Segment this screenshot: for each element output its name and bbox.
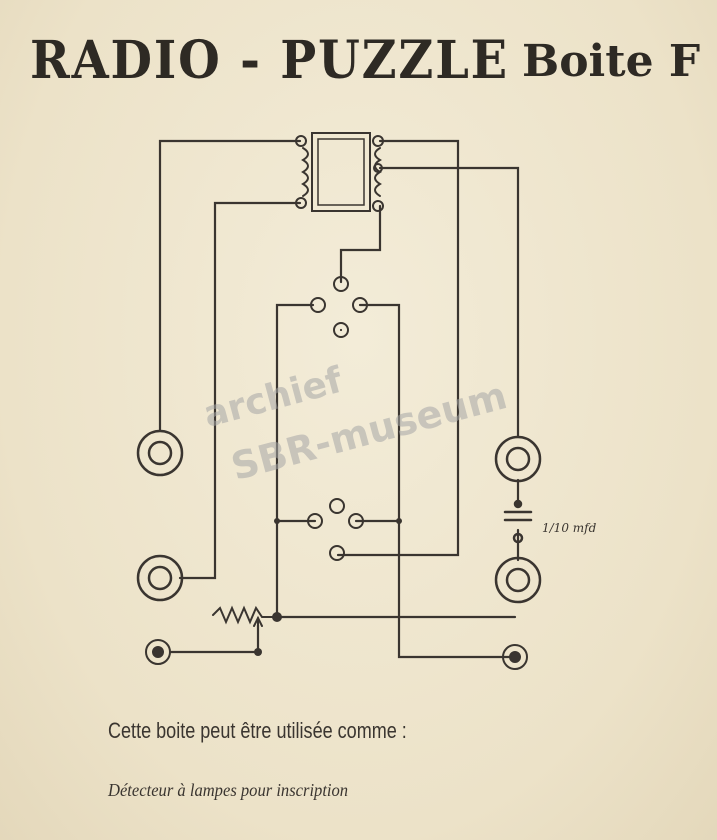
tube-socket-bottom [307, 498, 364, 561]
junction-dots [254, 518, 402, 656]
jack-right-top [494, 435, 542, 483]
jack-left-bottom [136, 554, 184, 602]
jack-left-top [136, 429, 184, 477]
transformer [301, 132, 382, 212]
jack-right-bottom [494, 556, 542, 604]
terminal-bottom-left [145, 639, 171, 665]
tube-socket-top [310, 276, 368, 338]
usage-description: Détecteur à lampes pour inscription [108, 780, 349, 800]
capacitor-symbol [503, 499, 533, 544]
transformer-terminals [295, 135, 384, 212]
box-label: Boite F [522, 36, 701, 87]
rheostat-symbol [212, 605, 278, 643]
terminal-bottom-right [502, 644, 528, 670]
usage-text: Cette boite peut être utilisée comme : [108, 718, 407, 743]
capacitor-label: 1/10 mfd [542, 521, 597, 535]
page-title: RADIO - PUZZLE [30, 30, 509, 91]
